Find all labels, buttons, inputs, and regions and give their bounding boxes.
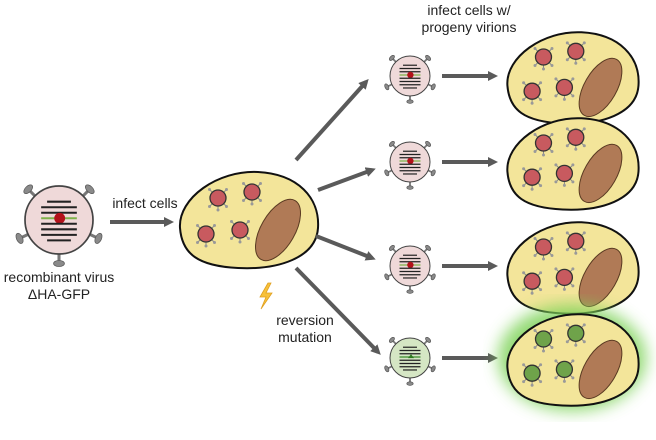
intracellular-virion	[554, 77, 575, 101]
intracellular-virion	[230, 220, 250, 244]
progeny-infected-cell	[506, 31, 640, 125]
source-virus-label-line2: ΔHA-GFP	[28, 286, 90, 302]
intracellular-virion	[522, 81, 543, 105]
progeny-virion	[384, 140, 436, 190]
branch-arrow-2	[317, 167, 376, 192]
outcome-row	[384, 117, 640, 211]
outcome-row	[384, 304, 647, 412]
progeny-label-line2: progeny virions	[422, 19, 517, 35]
intracellular-virion	[565, 127, 586, 151]
branch-arrow-4	[294, 266, 381, 355]
intracellular-virion	[208, 188, 228, 212]
progeny-infected-cell	[497, 304, 647, 412]
nucleus	[255, 198, 301, 262]
nucleus	[578, 57, 623, 118]
intracellular-virion	[533, 329, 554, 353]
intracellular-virion	[554, 359, 575, 383]
virion-body	[15, 184, 103, 267]
branch-arrow-1	[294, 79, 369, 162]
progeny-virion	[384, 244, 436, 294]
progeny-virion	[384, 336, 436, 386]
intracellular-virion	[533, 47, 554, 71]
intracellular-virion	[522, 271, 543, 295]
progeny-infected-cell	[506, 221, 640, 315]
outcome-row	[384, 221, 640, 315]
lightning-bolt-icon	[259, 282, 273, 310]
intracellular-virion	[522, 167, 543, 191]
intracellular-virion	[554, 267, 575, 291]
progeny-infected-cell	[506, 117, 640, 211]
reversion-label-line1: reversion	[276, 312, 334, 328]
intracellular-virion	[565, 231, 586, 255]
source-virus-recombinant	[15, 184, 103, 267]
intracellular-virion	[522, 363, 543, 387]
intracellular-virion	[196, 224, 216, 248]
intracellular-virion	[565, 41, 586, 65]
intracellular-virion	[242, 182, 262, 206]
nucleus	[578, 143, 623, 204]
nucleus	[578, 339, 623, 400]
source-virus-label-line1: recombinant virus	[4, 269, 115, 285]
progeny-virion	[384, 54, 436, 104]
branch-arrow-3	[315, 234, 376, 261]
intracellular-virion	[554, 163, 575, 187]
nucleus	[578, 247, 623, 308]
outcome-row	[384, 31, 640, 125]
reversion-label-line2: mutation	[278, 329, 332, 345]
infect-cells-label: infect cells	[112, 195, 177, 211]
progeny-label-line1: infect cells w/	[427, 2, 510, 18]
intracellular-virion	[565, 323, 586, 347]
cell-body	[178, 170, 320, 270]
intracellular-virion	[533, 133, 554, 157]
intracellular-virion	[533, 237, 554, 261]
infected-cell	[178, 170, 320, 270]
